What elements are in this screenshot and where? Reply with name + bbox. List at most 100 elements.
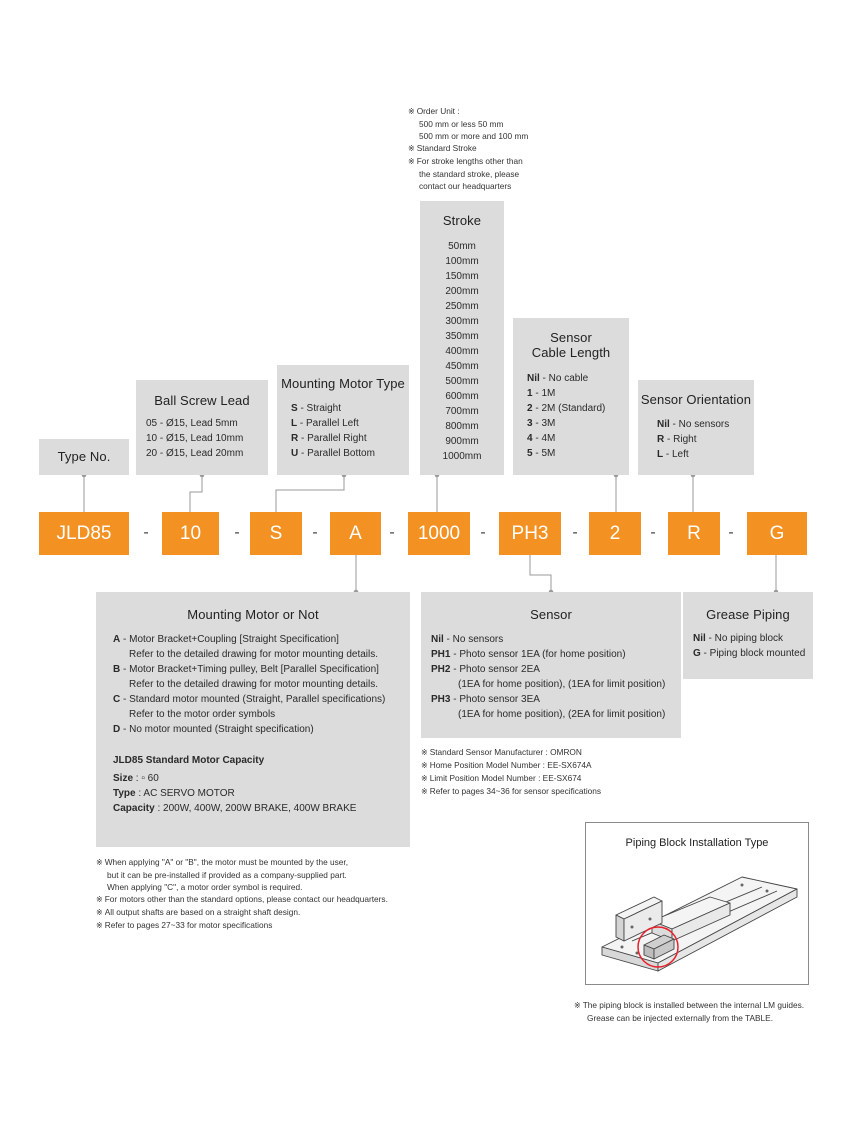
orientation-item: L - Left (657, 449, 689, 460)
stroke-item: 400mm (445, 346, 479, 357)
code-separator: - (572, 524, 578, 541)
mounting-type-title: Mounting Motor Type (281, 376, 405, 391)
stroke-item: 150mm (445, 271, 479, 282)
motor-option-d: D - No motor mounted (Straight specifica… (113, 724, 314, 735)
type-no-box: Type No. (39, 439, 129, 475)
grease-item: Nil - No piping block (693, 633, 784, 644)
code-separator: - (234, 524, 240, 541)
motor-option-b-note: Refer to the detailed drawing for motor … (129, 679, 379, 690)
stroke-item: 450mm (445, 361, 479, 372)
code-separator: - (312, 524, 318, 541)
note-mark: ※ (421, 761, 428, 770)
cable-length-box: Sensor Cable Length Nil - No cable 1 - 1… (513, 318, 629, 475)
grease-box: Grease Piping Nil - No piping block G - … (683, 592, 813, 679)
motor-option-c: C - Standard motor mounted (Straight, Pa… (113, 694, 386, 705)
note-line: All output shafts are based on a straigh… (104, 907, 301, 917)
note-line: Order Unit : (416, 106, 460, 116)
code-motor-or-not: A (330, 512, 381, 555)
sensor-notes: ※Standard Sensor Manufacturer : OMRON ※H… (421, 746, 601, 798)
cable-title: Cable Length (531, 345, 611, 360)
motor-or-not-box: Mounting Motor or Not A - Motor Bracket+… (96, 592, 410, 847)
code-separator: - (728, 524, 734, 541)
stroke-title: Stroke (442, 213, 482, 228)
note-mark: ※ (421, 787, 428, 796)
stroke-item: 900mm (445, 436, 479, 447)
grease-title: Grease Piping (706, 607, 790, 622)
piping-figure-panel: Piping Block Installation Type (585, 822, 809, 985)
sensor-option-nil: Nil - No sensors (431, 634, 504, 645)
stroke-notes: ※Order Unit : 500 mm or less 50 mm 500 m… (408, 105, 528, 192)
code-grease: G (747, 512, 807, 555)
note-line: When applying "A" or "B", the motor must… (104, 857, 348, 867)
mounting-type-item: S - Straight (291, 403, 342, 414)
note-line: When applying "C", a motor order symbol … (107, 882, 303, 892)
note-mark: ※ (96, 921, 103, 930)
cable-item: Nil - No cable (527, 373, 589, 384)
note-line: 500 mm or more and 100 mm (419, 131, 529, 141)
orientation-title: Sensor Orientation (640, 392, 752, 407)
note-line: Refer to pages 27~33 for motor specifica… (104, 920, 273, 930)
sensor-option-ph3: PH3 - Photo sensor 3EA (431, 694, 540, 705)
note-line: Refer to pages 34~36 for sensor specific… (429, 786, 602, 796)
code-orientation: R (668, 512, 720, 555)
motor-option-b: B - Motor Bracket+Timing pulley, Belt [P… (113, 664, 379, 675)
cable-item: 5 - 5M (527, 448, 556, 459)
cable-title: Sensor (550, 330, 592, 345)
piping-block-illustration (601, 876, 798, 972)
stroke-item: 250mm (445, 301, 479, 312)
note-line: Limit Position Model Number : EE-SX674 (429, 773, 582, 783)
mounting-type-box: Mounting Motor Type S - Straight L - Par… (277, 365, 409, 475)
note-line: For motors other than the standard optio… (104, 894, 388, 904)
note-mark: ※ (408, 107, 415, 116)
code-separator: - (650, 524, 656, 541)
piping-figure-title: Piping Block Installation Type (625, 837, 769, 849)
motor-size: Size : ▫ 60 (113, 773, 159, 784)
note-mark: ※ (421, 748, 428, 757)
note-line: Standard Sensor Manufacturer : OMRON (429, 747, 582, 757)
sensor-box: Sensor Nil - No sensors PH1 - Photo sens… (421, 592, 681, 738)
sensor-option-ph2: PH2 - Photo sensor 2EA (431, 664, 540, 675)
note-line: The piping block is installed between th… (582, 1000, 805, 1010)
motor-option-a-note: Refer to the detailed drawing for motor … (129, 649, 379, 660)
note-mark: ※ (574, 1001, 581, 1010)
code-mounting-type: S (250, 512, 302, 555)
ball-screw-box: Ball Screw Lead 05 - Ø15, Lead 5mm 10 - … (136, 380, 268, 475)
note-line: Standard Stroke (416, 143, 477, 153)
note-mark: ※ (96, 895, 103, 904)
code-sensor: PH3 (499, 512, 561, 555)
note-mark: ※ (408, 157, 415, 166)
orientation-item: Nil - No sensors (657, 419, 730, 430)
code-separator: - (389, 524, 395, 541)
code-separator: - (143, 524, 149, 541)
cable-item: 2 - 2M (Standard) (527, 403, 606, 414)
note-line: Grease can be injected externally from t… (587, 1013, 774, 1023)
cable-item: 1 - 1M (527, 388, 556, 399)
motor-type: Type : AC SERVO MOTOR (113, 788, 235, 799)
stroke-item: 1000mm (442, 451, 482, 462)
sensor-option-ph3-note: (1EA for home position), (2EA for limit … (458, 709, 666, 720)
type-no-title: Type No. (57, 449, 111, 464)
stroke-item: 200mm (445, 286, 479, 297)
code-separator: - (480, 524, 486, 541)
note-mark: ※ (96, 858, 103, 867)
ball-screw-item: 10 - Ø15, Lead 10mm (146, 433, 244, 444)
note-mark: ※ (421, 774, 428, 783)
code-ball-screw: 10 (162, 512, 219, 555)
sensor-option-ph2-note: (1EA for home position), (1EA for limit … (458, 679, 666, 690)
mounting-type-item: R - Parallel Right (291, 433, 367, 444)
motor-capacity-title: JLD85 Standard Motor Capacity (113, 755, 265, 766)
mounting-type-item: U - Parallel Bottom (291, 448, 375, 459)
piping-notes: ※The piping block is installed between t… (574, 999, 804, 1024)
ball-screw-item: 20 - Ø15, Lead 20mm (146, 448, 244, 459)
grease-item: G - Piping block mounted (693, 648, 806, 659)
note-line: but it can be pre-installed if provided … (107, 870, 347, 880)
code-cable-length: 2 (589, 512, 641, 555)
motor-option-c-note: Refer to the motor order symbols (129, 709, 276, 720)
stroke-item: 350mm (445, 331, 479, 342)
orientation-item: R - Right (657, 434, 697, 445)
note-line: the standard stroke, please (419, 169, 520, 179)
stroke-item: 300mm (445, 316, 479, 327)
stroke-item: 500mm (445, 376, 479, 387)
note-line: contact our headquarters (419, 181, 512, 191)
ball-screw-item: 05 - Ø15, Lead 5mm (146, 418, 238, 429)
